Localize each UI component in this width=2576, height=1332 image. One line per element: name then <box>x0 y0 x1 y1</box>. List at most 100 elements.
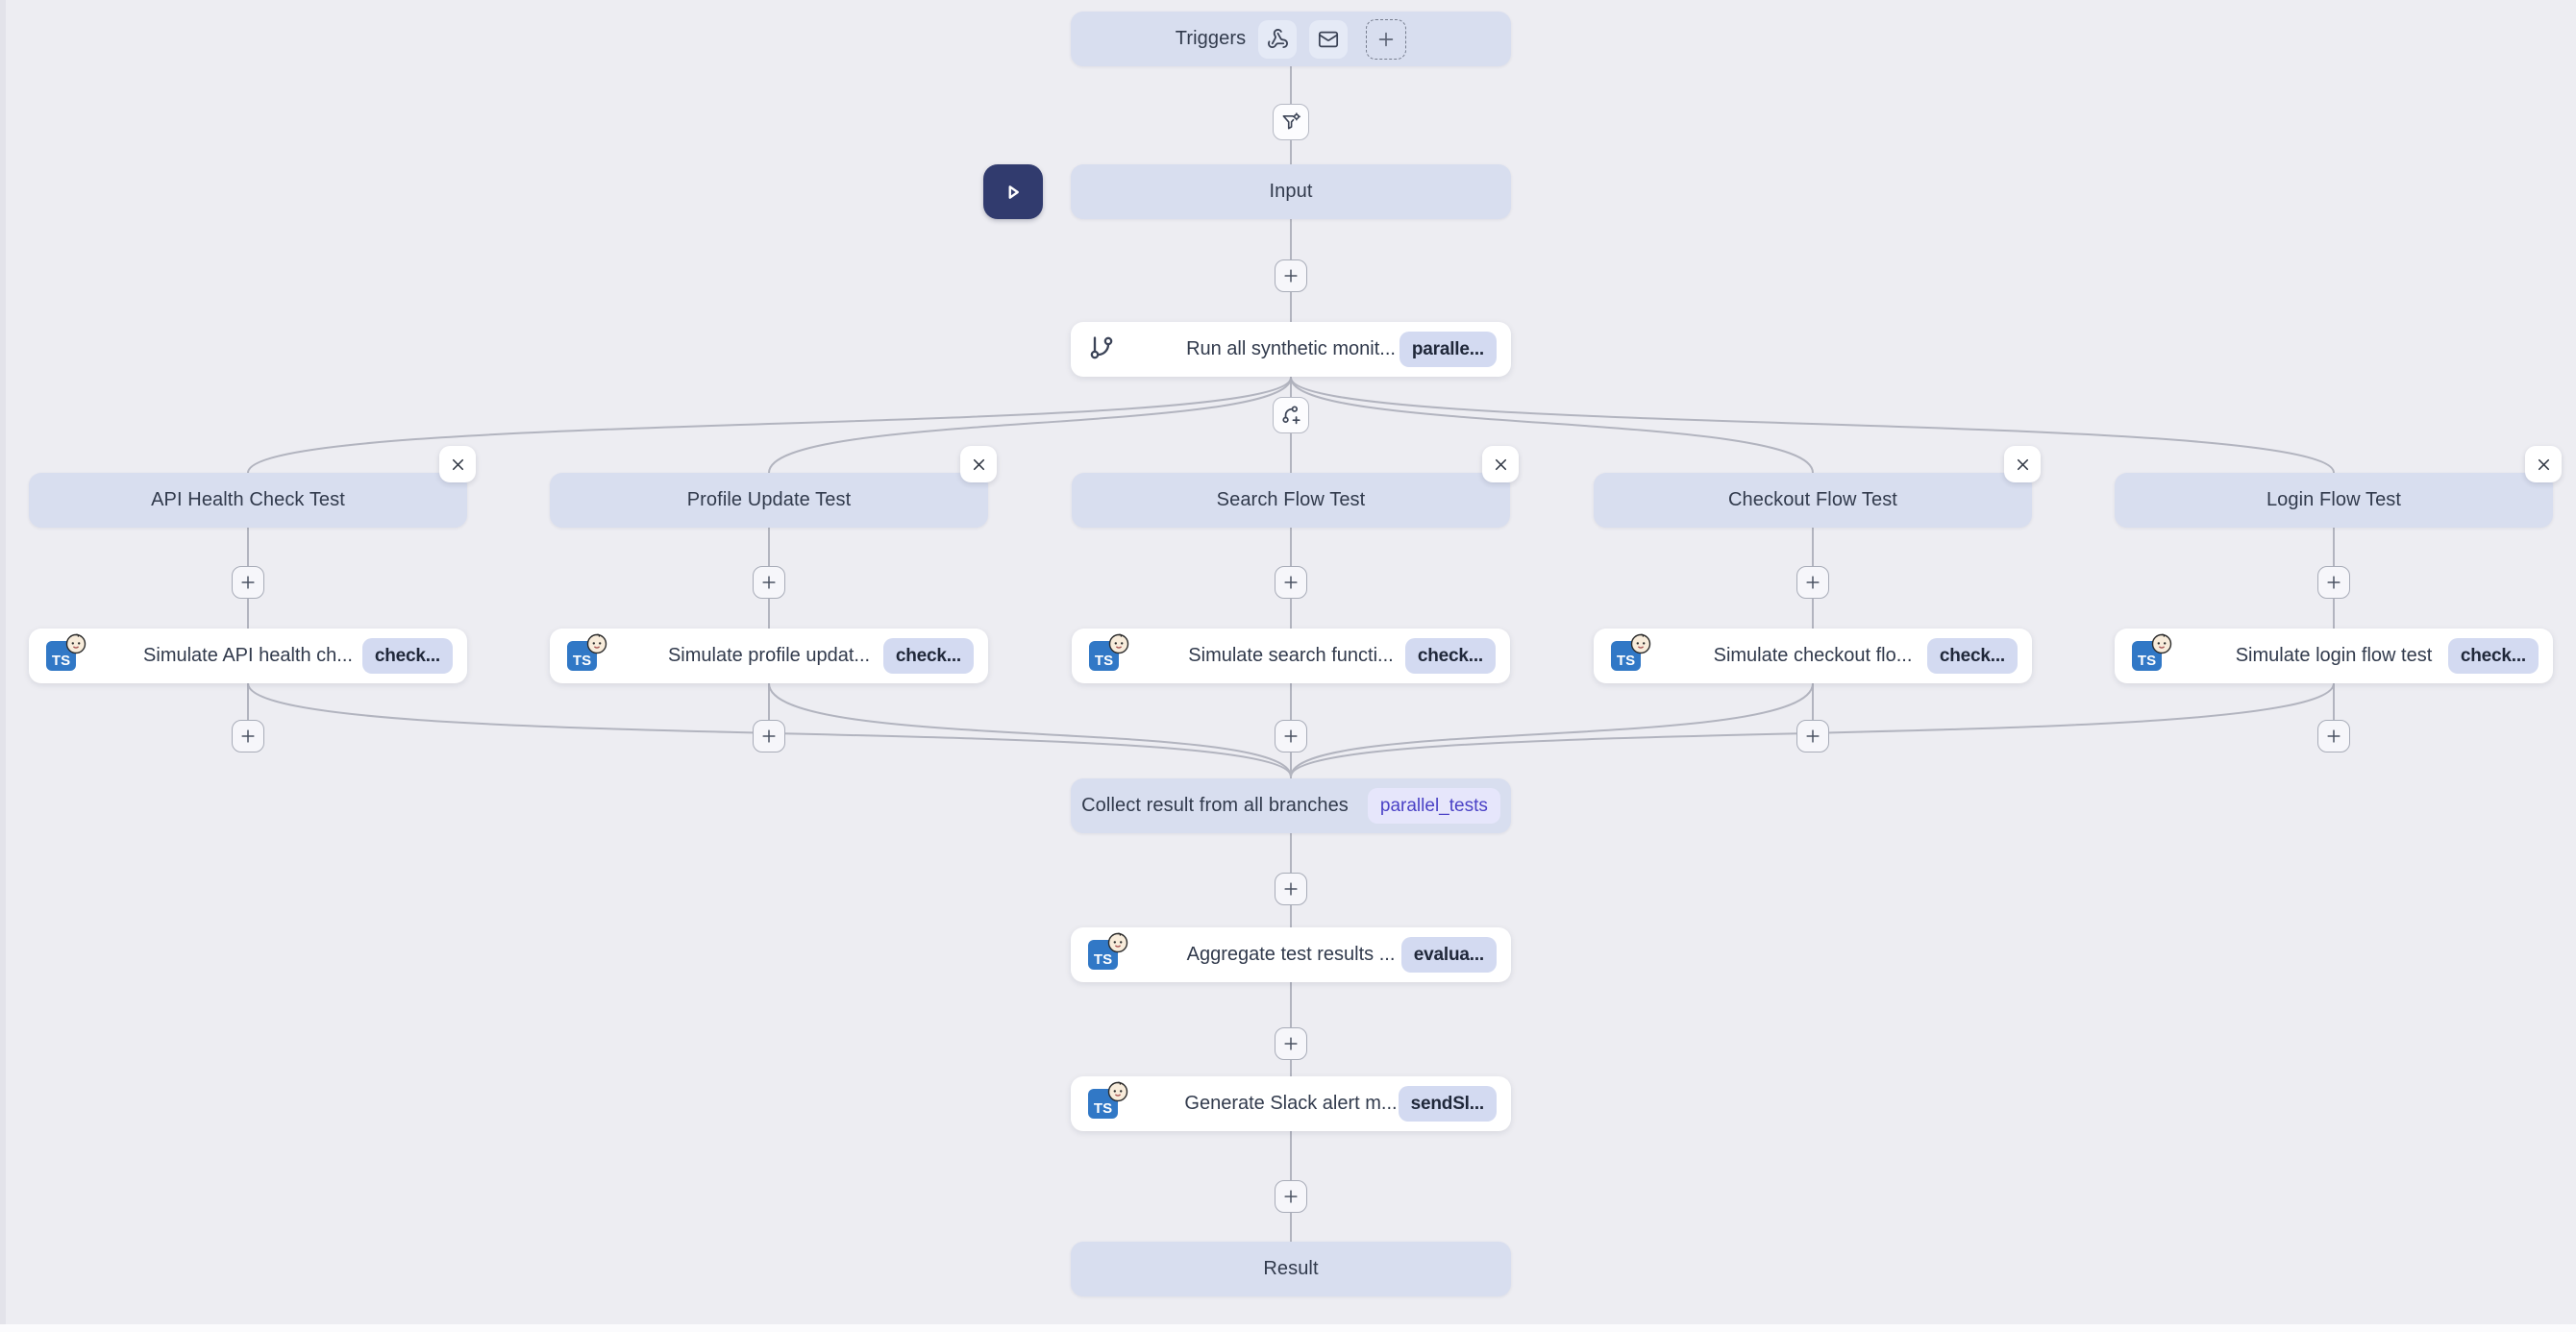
add-step-button[interactable] <box>1275 1027 1307 1060</box>
plus-icon <box>2327 576 2341 589</box>
branch-header-profile-update[interactable]: Profile Update Test <box>550 473 988 528</box>
branch-header-checkout-flow[interactable]: Checkout Flow Test <box>1594 473 2032 528</box>
plus-icon <box>1284 729 1298 743</box>
plus-icon <box>241 576 255 589</box>
typescript-task-icon: TS <box>1088 932 1128 970</box>
webhook-trigger-button[interactable] <box>1258 19 1298 59</box>
delete-branch-button[interactable] <box>960 446 997 482</box>
add-step-button[interactable] <box>2317 720 2350 752</box>
branch-task-node[interactable]: TS Simulate search functi... check... <box>1072 629 1510 683</box>
plus-icon <box>1806 576 1820 589</box>
close-icon <box>2017 458 2028 470</box>
input-node[interactable]: Input <box>1071 164 1511 219</box>
baby-face-icon <box>1630 633 1651 654</box>
triggers-node[interactable]: Triggers <box>1071 12 1511 66</box>
result-label: Result <box>1263 1258 1319 1279</box>
close-icon <box>2538 458 2549 470</box>
plus-icon <box>1284 1037 1298 1050</box>
branch-task-badge: check... <box>1404 638 1496 674</box>
aggregate-results-node[interactable]: TS Aggregate test results ... evalua... <box>1071 927 1511 982</box>
add-step-button[interactable] <box>753 566 785 599</box>
plus-icon <box>1806 729 1820 743</box>
plus-icon <box>1284 269 1298 283</box>
branch-task-badge: check... <box>1926 638 2018 674</box>
add-step-button[interactable] <box>1796 720 1829 752</box>
collect-results-node[interactable]: Collect result from all branches paralle… <box>1071 778 1511 833</box>
run-workflow-button[interactable] <box>983 164 1043 219</box>
baby-face-icon <box>1107 1081 1128 1102</box>
slack-alert-node[interactable]: TS Generate Slack alert m... sendSl... <box>1071 1076 1511 1131</box>
branch-header-search-flow[interactable]: Search Flow Test <box>1072 473 1510 528</box>
branch-task-node[interactable]: TS Simulate checkout flo... check... <box>1594 629 2032 683</box>
branch-task-node[interactable]: TS Simulate profile updat... check... <box>550 629 988 683</box>
slack-alert-badge: sendSl... <box>1398 1086 1497 1122</box>
window-left-edge <box>0 0 6 1332</box>
branch-title: Search Flow Test <box>1216 489 1366 510</box>
branch-task-badge: check... <box>2447 638 2539 674</box>
plus-icon <box>762 729 776 743</box>
add-step-button[interactable] <box>1796 566 1829 599</box>
baby-face-icon <box>586 633 607 654</box>
add-step-button[interactable] <box>2317 566 2350 599</box>
branch-task-label: Simulate search functi... <box>1188 645 1394 666</box>
branch-task-label: Simulate checkout flo... <box>1713 645 1913 666</box>
delete-branch-button[interactable] <box>2004 446 2041 482</box>
add-trigger-button[interactable] <box>1366 18 1407 60</box>
typescript-task-icon: TS <box>567 633 607 671</box>
delete-branch-button[interactable] <box>439 446 476 482</box>
add-step-button[interactable] <box>1275 873 1307 905</box>
branch-task-node[interactable]: TS Simulate login flow test check... <box>2115 629 2553 683</box>
branch-title: API Health Check Test <box>151 489 345 510</box>
branch-task-badge: check... <box>882 638 974 674</box>
plus-icon <box>2327 729 2341 743</box>
baby-face-icon <box>1107 932 1128 953</box>
run-all-badge: paralle... <box>1399 332 1497 367</box>
branch-header-api-health[interactable]: API Health Check Test <box>29 473 467 528</box>
plus-icon <box>1284 1190 1298 1203</box>
filter-settings-node[interactable] <box>1273 104 1309 140</box>
plus-icon <box>241 729 255 743</box>
add-step-button[interactable] <box>232 566 264 599</box>
branch-header-login-flow[interactable]: Login Flow Test <box>2115 473 2553 528</box>
delete-branch-button[interactable] <box>2525 446 2562 482</box>
add-step-button[interactable] <box>1275 259 1307 292</box>
typescript-task-icon: TS <box>2132 633 2172 671</box>
close-icon <box>1495 458 1506 470</box>
aggregate-badge: evalua... <box>1400 937 1497 973</box>
result-node[interactable]: Result <box>1071 1242 1511 1296</box>
add-step-button[interactable] <box>753 720 785 752</box>
add-step-button[interactable] <box>232 720 264 752</box>
aggregate-label: Aggregate test results ... <box>1186 944 1396 965</box>
branch-task-node[interactable]: TS Simulate API health ch... check... <box>29 629 467 683</box>
plus-icon <box>762 576 776 589</box>
slack-alert-label: Generate Slack alert m... <box>1184 1093 1398 1114</box>
baby-face-icon <box>65 633 87 654</box>
branch-title: Checkout Flow Test <box>1728 489 1897 510</box>
plus-icon <box>1284 882 1298 896</box>
triggers-label: Triggers <box>1175 28 1247 49</box>
window-bottom-bar <box>0 1324 2576 1332</box>
add-step-button[interactable] <box>1275 1180 1307 1213</box>
branch-task-label: Simulate API health ch... <box>143 645 353 666</box>
add-step-button[interactable] <box>1275 720 1307 752</box>
filter-gear-icon <box>1282 111 1300 129</box>
baby-face-icon <box>2151 633 2172 654</box>
typescript-task-icon: TS <box>46 633 87 671</box>
email-trigger-button[interactable] <box>1309 19 1349 59</box>
typescript-task-icon: TS <box>1088 1081 1128 1119</box>
branch-plus-icon <box>1281 405 1300 424</box>
split-branches-node[interactable] <box>1273 397 1309 433</box>
branch-title: Profile Update Test <box>686 489 852 510</box>
plus-icon <box>1378 32 1394 46</box>
mail-icon <box>1319 31 1339 47</box>
add-step-button[interactable] <box>1275 566 1307 599</box>
webhook-icon <box>1267 29 1288 49</box>
close-icon <box>452 458 463 470</box>
branch-task-label: Simulate login flow test <box>2235 645 2433 666</box>
input-label: Input <box>1269 181 1313 202</box>
run-all-monitors-node[interactable]: Run all synthetic monit... paralle... <box>1071 322 1511 377</box>
run-all-label: Run all synthetic monit... <box>1186 338 1396 359</box>
baby-face-icon <box>1108 633 1129 654</box>
delete-branch-button[interactable] <box>1482 446 1519 482</box>
